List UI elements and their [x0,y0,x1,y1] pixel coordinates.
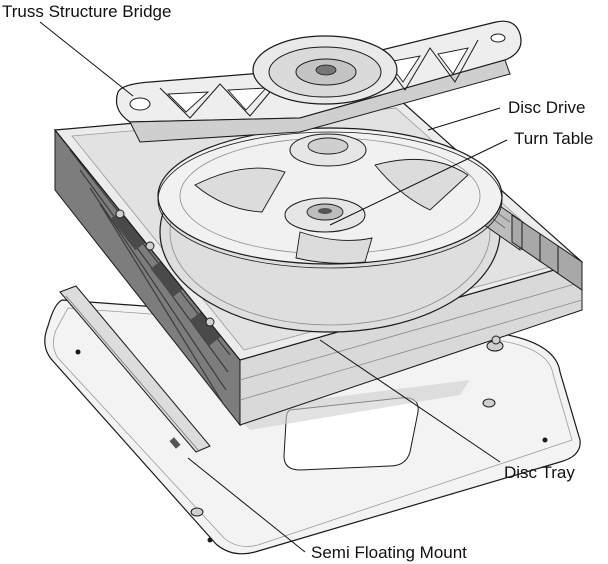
leader-disc-tray [319,339,501,463]
callout-labels: Truss Structure Bridge Disc Drive Turn T… [2,2,593,562]
label-disc-drive: Disc Drive [508,98,585,117]
callout-leaders [39,21,508,553]
leader-turn-table [329,139,508,226]
leader-semi-floating-mount [187,457,306,553]
leader-disc-drive [427,107,501,131]
label-truss-structure-bridge: Truss Structure Bridge [2,2,171,21]
semi-floating-mount-plate [44,285,581,555]
label-semi-floating-mount: Semi Floating Mount [311,543,467,562]
turn-table [157,127,503,269]
leader-truss-structure-bridge [39,21,134,97]
truss-structure-bridge [115,20,522,143]
label-turn-table: Turn Table [514,129,593,148]
label-disc-tray: Disc Tray [504,463,575,482]
